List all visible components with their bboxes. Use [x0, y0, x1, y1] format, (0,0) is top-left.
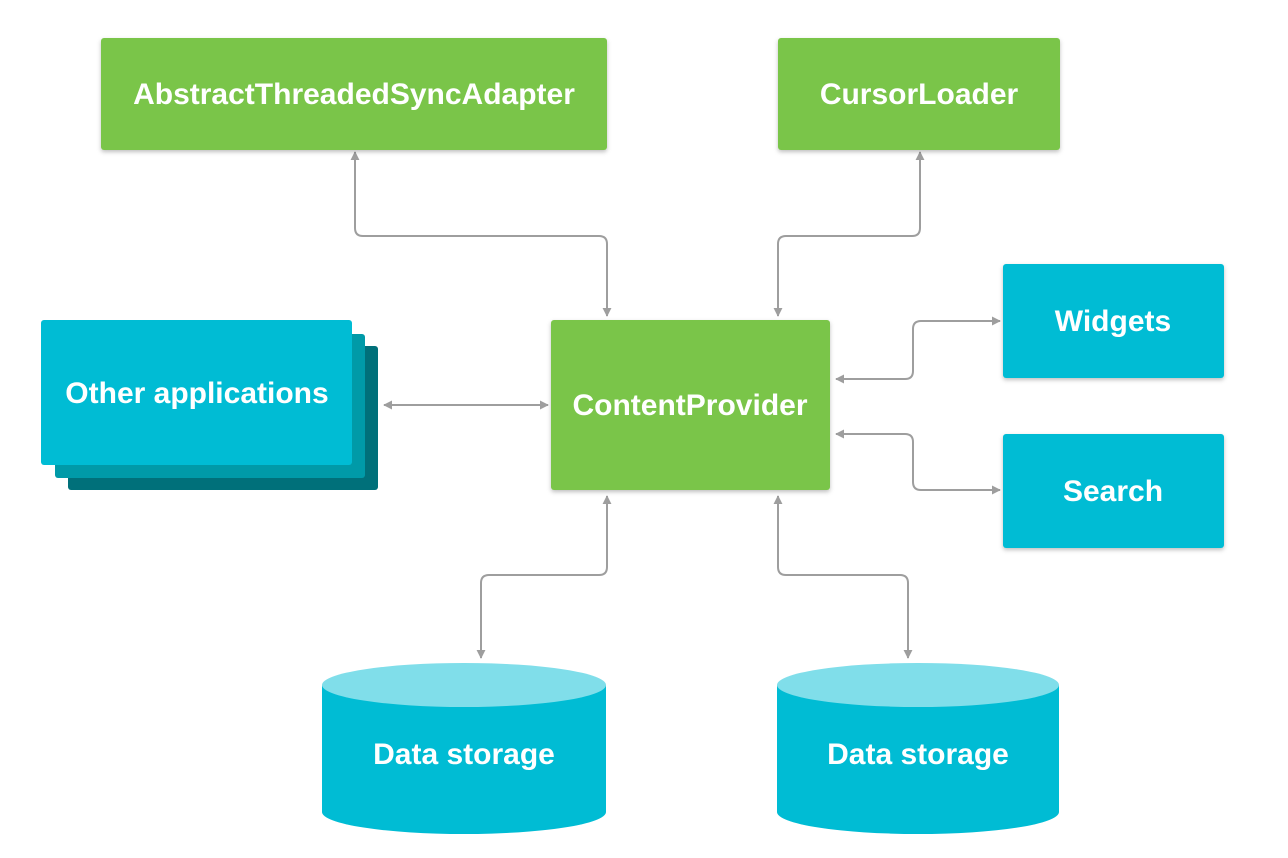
- other-applications-label: Other applications: [65, 377, 328, 410]
- connector-cursor-loader: [773, 151, 925, 317]
- content-provider-label: ContentProvider: [572, 389, 807, 422]
- widgets-label: Widgets: [1055, 305, 1171, 338]
- data-storage-right-label: Data storage: [827, 738, 1009, 771]
- cursor-loader-label: CursorLoader: [820, 78, 1019, 111]
- connector-widgets: [835, 316, 1001, 384]
- sync-adapter-box: AbstractThreadedSyncAdapter: [101, 38, 607, 150]
- connector-sync-adapter: [350, 151, 612, 317]
- stack-card-front: [41, 320, 352, 465]
- search-box: Search: [1003, 434, 1224, 548]
- widgets-box: Widgets: [1003, 264, 1224, 378]
- connectors: [350, 151, 1001, 659]
- cursor-loader-box: CursorLoader: [778, 38, 1060, 150]
- data-storage-right: Data storage: [777, 663, 1059, 834]
- sync-adapter-label: AbstractThreadedSyncAdapter: [133, 78, 575, 111]
- search-label: Search: [1063, 475, 1163, 508]
- data-storage-left: Data storage: [322, 663, 606, 834]
- connector-search: [835, 429, 1001, 495]
- content-provider-box: ContentProvider: [551, 320, 830, 490]
- other-applications-stack: Other applications: [41, 320, 378, 490]
- data-storage-left-label: Data storage: [373, 738, 555, 771]
- connector-storage-left: [476, 495, 612, 659]
- connector-storage-right: [773, 495, 913, 659]
